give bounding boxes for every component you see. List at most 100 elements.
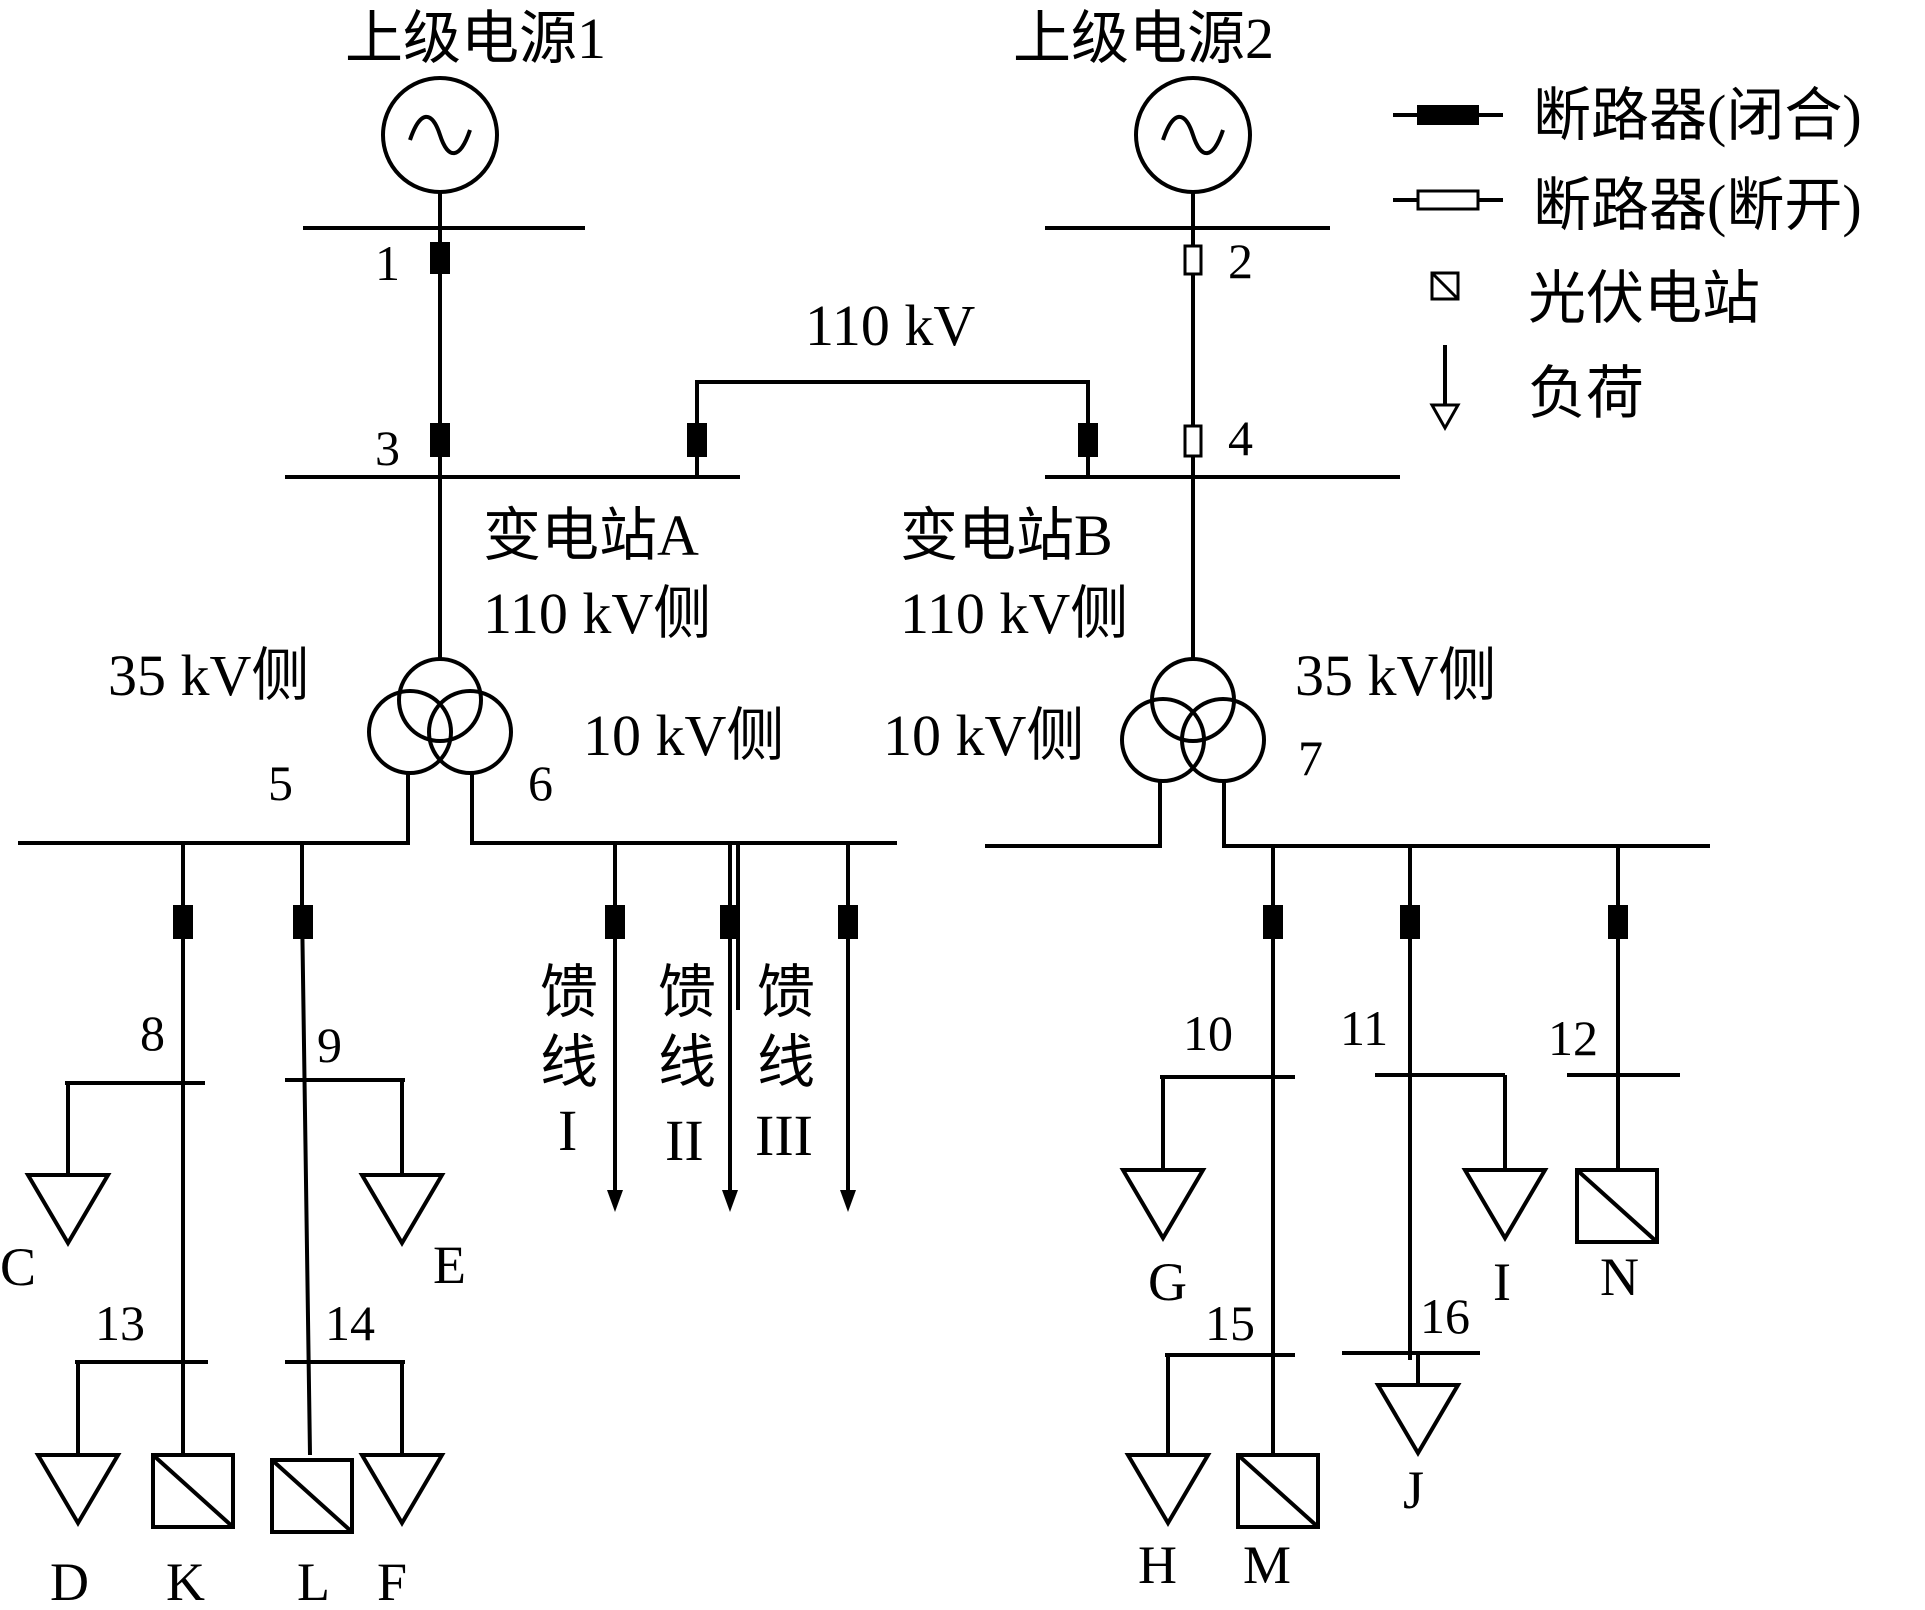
node-label-15: 15 [1205,1295,1255,1351]
subB-35kv-label: 35 kV侧 [1295,643,1496,708]
node-label-9: 9 [317,1017,342,1073]
feeder-2-label-char2: 线 [658,1030,716,1095]
feeder-3-label-char1: 馈 [757,960,815,1025]
load-triangle-icon [358,1453,446,1527]
pv-label-M: M [1243,1535,1291,1595]
pv-label-L: L [297,1552,330,1610]
feeder-2 [720,843,740,1212]
source-1: 上级电源1 [345,6,606,228]
source-1-label: 上级电源1 [345,6,606,71]
breaker-open-icon [1416,189,1480,211]
pv-station-icon [270,1458,354,1534]
breaker-closed-8 [173,905,193,939]
feeder-3 [838,843,858,1212]
pv-station-icon [1575,1168,1659,1244]
breaker-open-2 [1183,244,1203,276]
breaker-closed-tie-b [1078,423,1098,457]
legend-pv-station: 光伏电站 [1430,266,1760,331]
feeder-3-label-char2: 线 [757,1030,815,1095]
pv-station-icon [1236,1453,1320,1529]
legend-breaker-closed-label: 断路器(闭合) [1533,83,1862,148]
load-triangle-icon [1124,1453,1212,1527]
node-label-1: 1 [375,235,400,291]
load-triangle-icon [1119,1168,1207,1242]
legend-pv-station-label: 光伏电站 [1528,266,1760,331]
legend-load-label: 负荷 [1528,361,1644,426]
subB-10kv-label: 10 kV侧 [883,703,1084,768]
feeder-2-label-char1: 馈 [658,960,716,1025]
load-label-J: J [1403,1460,1424,1520]
node-label-10: 10 [1183,1005,1233,1061]
transformer-winding-icon [397,657,483,743]
subA-35kv-bus [18,773,410,845]
pv-station-icon [1430,271,1460,301]
node-label-2: 2 [1228,233,1253,289]
breaker-closed-feeder-1 [605,905,625,939]
tie-line-voltage-label: 110 kV [805,293,975,358]
breaker-closed-11 [1400,905,1420,939]
breaker-closed-icon [1417,105,1479,125]
node-label-3: 3 [375,420,400,476]
load-label-C: C [0,1237,36,1297]
load-label-D: D [50,1552,89,1610]
legend-load: 负荷 [1429,345,1644,432]
node-label-16: 16 [1420,1288,1470,1344]
legend-breaker-closed: 断路器(闭合) [1393,83,1862,148]
node-label-11: 11 [1340,1000,1388,1056]
feeder-1-label-char3: I [558,1098,577,1163]
node-label-7: 7 [1298,730,1323,786]
node-label-13: 13 [95,1295,145,1351]
source-2-label: 上级电源2 [1013,6,1274,71]
subB-hv-label: 110 kV侧 [900,581,1128,646]
sine-wave-icon [1161,114,1225,156]
load-label-G: G [1148,1252,1187,1312]
load-triangle-icon [1429,403,1461,432]
load-label-F: F [377,1552,407,1610]
pv-label-K: K [166,1552,205,1610]
load-triangle-icon [34,1453,122,1527]
load-triangle-icon [1374,1383,1462,1457]
breaker-closed-feeder-2 [720,905,740,939]
feeder-1 [605,843,625,1212]
arrow-down-icon [840,1190,856,1212]
subA-10kv-bus [470,773,897,845]
load-label-H: H [1138,1535,1177,1595]
feeder-1-label-char1: 馈 [540,960,598,1025]
load-triangle-icon [24,1173,112,1247]
breaker-closed-1 [430,242,450,274]
subA-name: 变电站A [483,503,699,568]
node-label-8: 8 [140,1005,165,1061]
tie-line-110kv [695,380,1090,477]
transformer-winding-icon [427,689,513,775]
subB-name: 变电站B [900,503,1113,568]
node-label-14: 14 [325,1295,375,1351]
load-label-E: E [433,1235,466,1295]
node-label-6: 6 [528,755,553,811]
breaker-closed-12 [1608,905,1628,939]
load-triangle-icon [1461,1168,1549,1242]
source-2: 上级电源2 [1013,6,1274,228]
node-label-4: 4 [1228,410,1253,466]
feeder-2-label-char3: II [665,1108,704,1173]
subA-35kv-label: 35 kV侧 [108,643,309,708]
transformer-a [367,657,513,775]
breaker-closed-10 [1263,905,1283,939]
subA-hv-label: 110 kV侧 [483,581,711,646]
subA-10kv-label: 10 kV侧 [583,703,784,768]
pv-label-N: N [1600,1247,1639,1307]
subB-35kv-bus [1222,780,1710,848]
pv-station-icon [151,1453,235,1529]
load-label-I: I [1493,1252,1511,1312]
load-triangle-icon [358,1173,446,1247]
legend: 断路器(闭合) 断路器(断开) 光伏电站 负荷 [1393,83,1862,432]
subB-10kv-bus [985,780,1162,848]
legend-breaker-open-label: 断路器(断开) [1533,173,1862,238]
feeder-1-label-char2: 线 [540,1030,598,1095]
breaker-closed-feeder-3 [838,905,858,939]
node-label-5: 5 [268,755,293,811]
arrow-down-icon [607,1190,623,1212]
breaker-closed-3 [430,423,450,457]
sine-wave-icon [408,114,472,156]
breaker-open-4 [1183,424,1203,458]
